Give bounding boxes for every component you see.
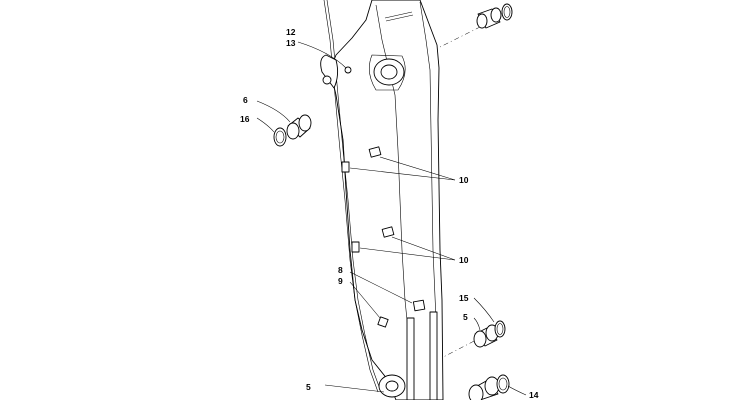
plug-12-13 [344,66,352,74]
arm-top-slot [384,11,413,19]
arm-boom [320,0,444,400]
callout-9: 9 [338,276,343,286]
left-lug [320,54,339,89]
callout-10-upper: 10 [459,175,469,185]
upper-pin-boss-inner [380,64,398,80]
callout-15: 15 [459,293,469,303]
clamp-bracket-upper [368,146,382,158]
lower-slot-left [406,317,415,400]
lower-slot-right [429,311,438,400]
seal-15 [494,320,506,338]
callout-labels: 12 13 6 16 10 10 8 9 15 5 5 14 [240,27,539,400]
callout-6: 6 [243,95,248,105]
callout-16: 16 [240,114,250,124]
clamp-pad-upper [341,161,350,173]
upper-right-seal [501,3,513,21]
callout-5-left: 5 [306,382,311,392]
callout-8: 8 [338,265,343,275]
block-8-9 [412,299,426,312]
seal-16 [273,127,287,147]
callout-14: 14 [529,390,539,400]
callout-5-right: 5 [463,312,468,322]
arm-top-slot-lower [385,14,414,22]
upper-right-bushing [476,7,502,29]
lower-pin-boss-inner [385,380,399,392]
clamp-pad-lower [351,241,360,253]
left-lug-hole [322,75,332,85]
callout-10-lower: 10 [459,255,469,265]
leader-lines [256,41,527,396]
callout-13: 13 [286,38,296,48]
bushing-6 [286,114,312,140]
seal-14 [496,374,510,394]
bushing-5-right [473,324,499,348]
clamp-bracket-lower [381,226,395,238]
callout-12: 12 [286,27,296,37]
upper-boss-web [368,54,406,91]
bushing-bottom-right [468,376,500,400]
small-pad-8-9 [377,316,389,328]
